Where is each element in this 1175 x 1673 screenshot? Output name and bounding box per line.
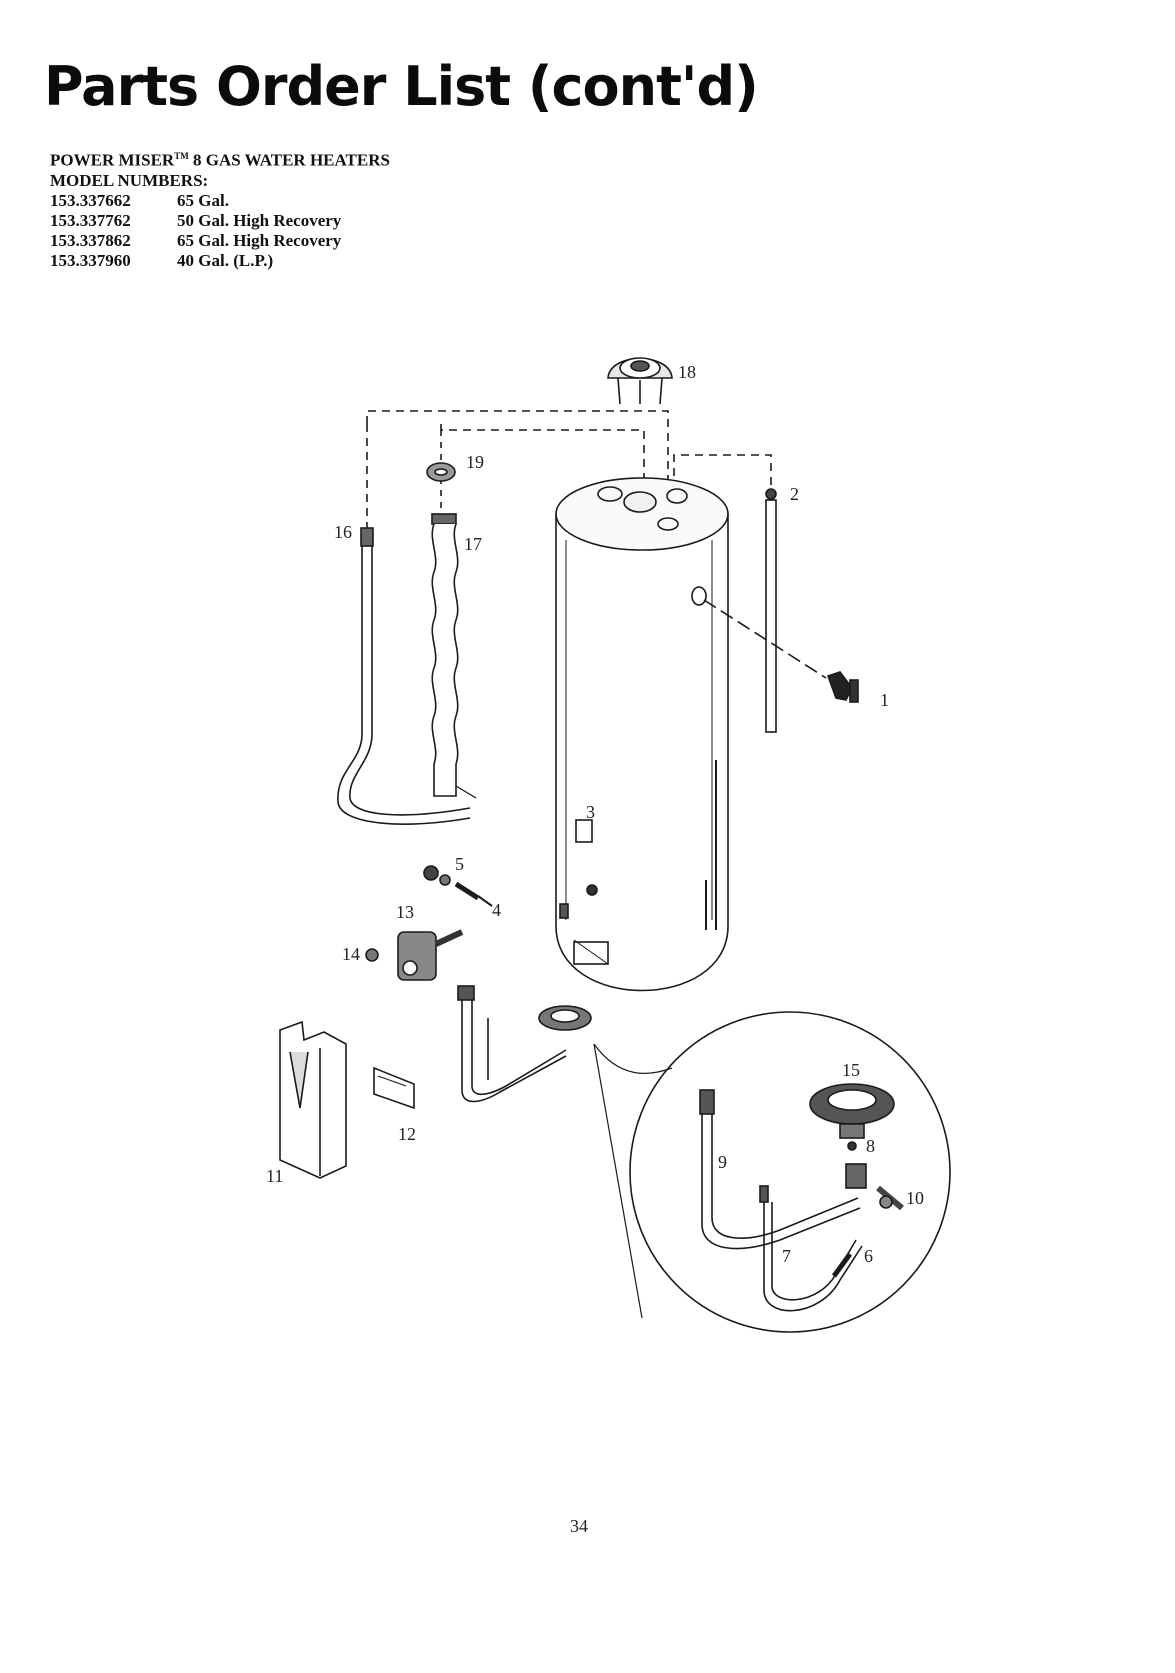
callout-16: 16: [334, 522, 352, 542]
callout-18: 18: [678, 362, 696, 382]
gasket-part: [427, 463, 455, 481]
callout-7: 7: [782, 1246, 791, 1266]
gas-control-valve-part: [398, 932, 462, 980]
dip-tube-part: [432, 514, 476, 798]
callout-9: 9: [718, 1152, 727, 1172]
flue-cap-part: [608, 358, 672, 404]
callout-3: 3: [586, 802, 595, 822]
callout-8: 8: [866, 1136, 875, 1156]
valve-knob-part: [366, 949, 378, 961]
burner-part: [810, 1084, 894, 1138]
callout-10: 10: [906, 1188, 924, 1208]
anode-rod-part: [766, 489, 776, 732]
callout-4: 4: [492, 900, 501, 920]
outer-door-part: [280, 1022, 346, 1178]
callout-6: 6: [864, 1246, 873, 1266]
thermocouple-part: [846, 1164, 902, 1208]
callout-17: 17: [464, 534, 482, 554]
inner-door-part: [374, 1068, 414, 1108]
callout-2: 2: [790, 484, 799, 504]
callout-14: 14: [342, 944, 360, 964]
water-heater-tank: [556, 478, 728, 991]
callout-12: 12: [398, 1124, 416, 1144]
callout-1: 1: [880, 690, 889, 710]
burner-tubing-part: [458, 986, 591, 1102]
page-number: 34: [570, 1516, 588, 1537]
callout-15: 15: [842, 1060, 860, 1080]
callout-11: 11: [266, 1166, 283, 1186]
callout-13: 13: [396, 902, 414, 922]
callout-5: 5: [455, 854, 464, 874]
orifice-part: [848, 1142, 856, 1150]
callout-19: 19: [466, 452, 484, 472]
